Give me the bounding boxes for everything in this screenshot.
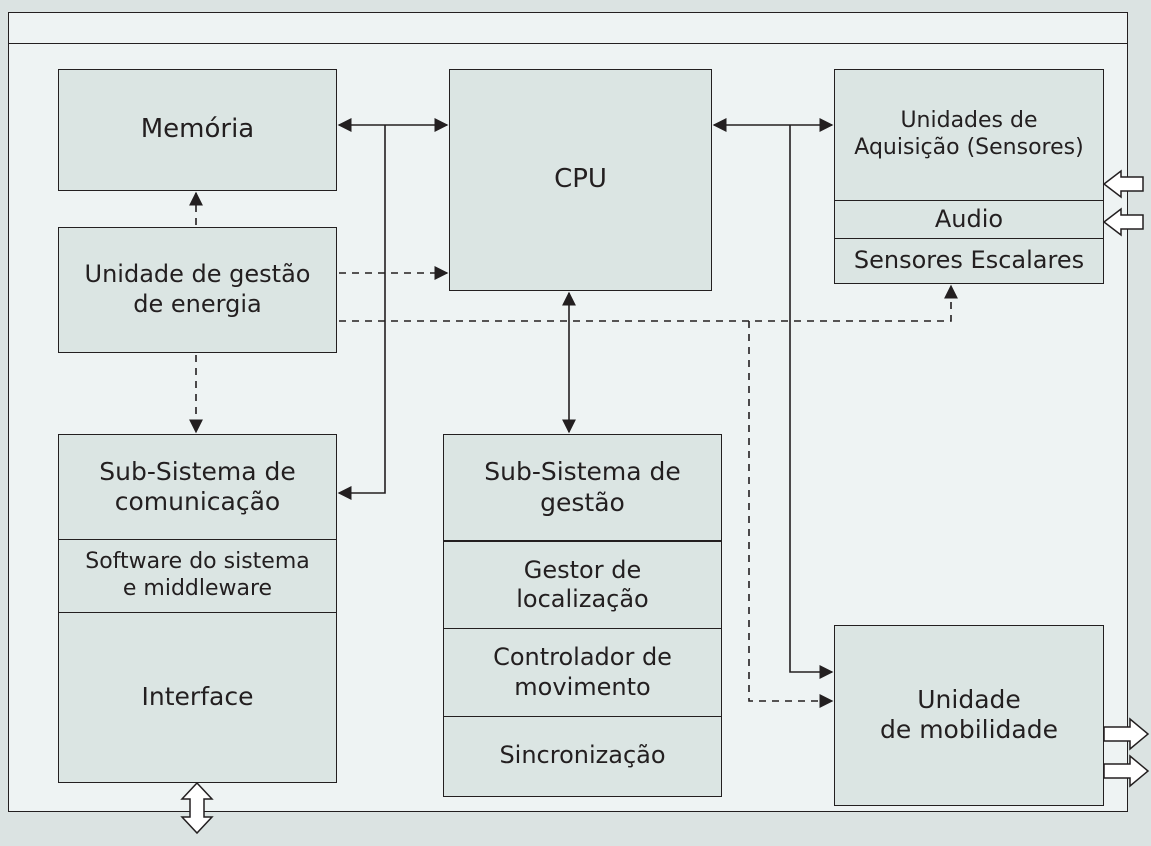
edge-bus-mobilidade (789, 125, 834, 679)
label-gestao: Sub-Sistema de gestão (484, 457, 681, 517)
label-comunicacao: Sub-Sistema de comunicação (99, 456, 296, 517)
label-sincronizacao: Sincronização (444, 716, 721, 795)
node-cpu: CPU (449, 69, 712, 291)
node-comunicacao: Sub-Sistema de comunicação Software do s… (58, 434, 337, 783)
node-top-bar (8, 12, 1128, 44)
arrow-input-audio (1102, 207, 1144, 237)
node-memoria: Memória (58, 69, 337, 191)
label-cpu: CPU (554, 163, 607, 194)
label-mobilidade: Unidade de mobilidade (880, 684, 1058, 745)
node-mobilidade: Unidade de mobilidade (834, 625, 1104, 806)
edge-bus-comunicacao (337, 125, 386, 500)
label-interface: Interface (59, 612, 336, 781)
label-audio: Audio (835, 200, 1103, 238)
arrow-input-aquisicao (1102, 169, 1144, 199)
edge-energia-sensores (339, 284, 958, 322)
node-sensores: Unidades de Aquisição (Sensores) Audio S… (834, 69, 1104, 284)
edge-energia-mobilidade (748, 321, 834, 708)
label-movimento: Controlador de movimento (444, 628, 721, 716)
arrow-interface-io (180, 781, 214, 835)
arrow-output-mobilidade-2 (1103, 754, 1150, 788)
label-aquisicao: Unidades de Aquisição (Sensores) (854, 108, 1084, 160)
node-energia: Unidade de gestão de energia (58, 227, 337, 353)
label-localizacao: Gestor de localização (444, 540, 721, 628)
label-energia: Unidade de gestão de energia (84, 260, 311, 318)
label-memoria: Memória (140, 113, 255, 144)
label-sensores-escalares: Sensores Escalares (835, 238, 1103, 282)
label-software: Software do sistema e middleware (59, 539, 336, 612)
node-gestao: Sub-Sistema de gestão Gestor de localiza… (443, 434, 722, 797)
arrow-output-mobilidade-1 (1103, 717, 1150, 751)
